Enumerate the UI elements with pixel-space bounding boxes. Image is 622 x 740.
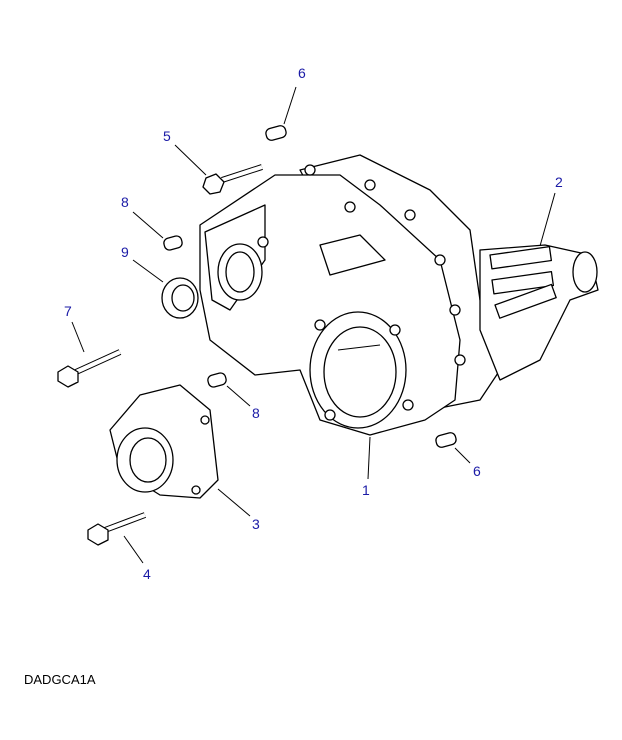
callout-3: 3	[252, 516, 260, 532]
dowel-6-bottom	[435, 432, 457, 448]
callout-6-bottom: 6	[473, 463, 481, 479]
callout-9: 9	[121, 244, 129, 260]
oil-seal-part-9	[161, 277, 199, 319]
front-housing-part-1	[199, 164, 466, 436]
callout-5: 5	[163, 128, 171, 144]
cover-part-3	[109, 384, 219, 499]
diagram-caption: DADGCA1A	[24, 672, 96, 687]
leader-lines	[71, 86, 556, 564]
dowel-8-top	[163, 235, 183, 251]
callout-8-bottom: 8	[252, 405, 260, 421]
dowel-6-top	[265, 125, 287, 141]
callout-7: 7	[64, 303, 72, 319]
dowel-8-bottom	[207, 372, 227, 388]
bolt-part-4	[87, 512, 147, 546]
callout-4: 4	[143, 566, 151, 582]
callout-6-top: 6	[298, 65, 306, 81]
bolt-part-7	[57, 349, 122, 388]
housing-bolt-holes	[257, 164, 466, 421]
bolt-part-5	[202, 164, 263, 195]
callout-1: 1	[362, 482, 370, 498]
callout-8-top: 8	[121, 194, 129, 210]
callout-2: 2	[555, 174, 563, 190]
